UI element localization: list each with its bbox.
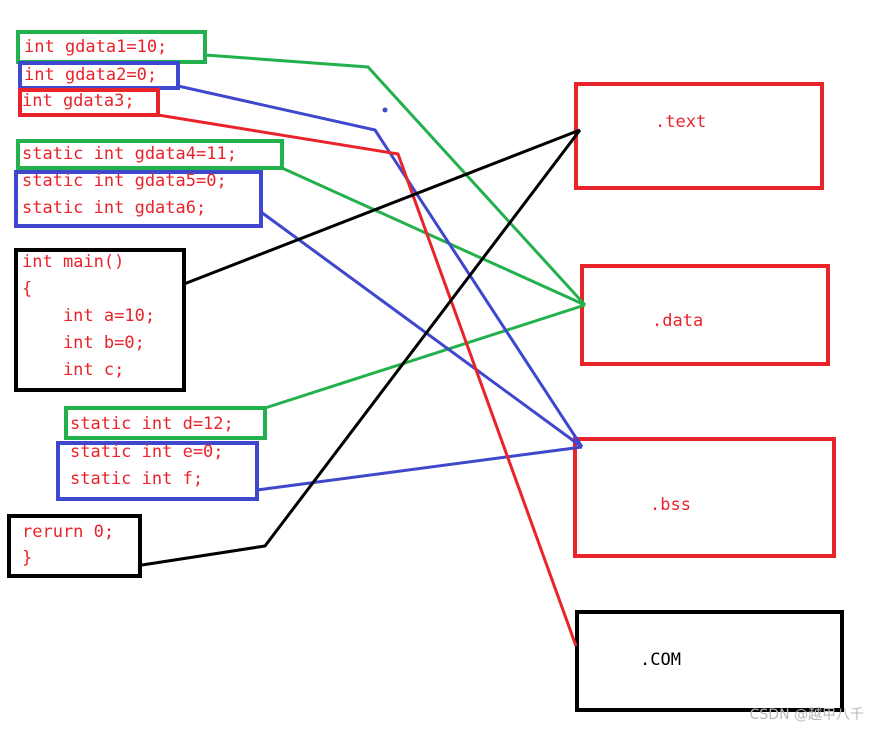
gdata3-code: int gdata3; bbox=[22, 91, 135, 111]
gdata3-box bbox=[18, 88, 160, 117]
main-to-text-line bbox=[183, 128, 581, 286]
d-box bbox=[64, 406, 267, 440]
gdata6-code: static int gdata6; bbox=[22, 198, 207, 218]
gdata4-to-data-line bbox=[281, 166, 586, 307]
ef-to-bss-line bbox=[256, 445, 583, 492]
gdata1-code: int gdata1=10; bbox=[24, 37, 168, 57]
main-box bbox=[14, 248, 186, 392]
watermark: CSDN @越甲八千 bbox=[749, 707, 864, 723]
d-to-data-line bbox=[264, 303, 586, 410]
gdata2-to-bss-line bbox=[177, 84, 584, 448]
gdata5-6-box bbox=[14, 170, 263, 228]
com-segment-label: .COM bbox=[640, 650, 681, 670]
gdata2-code: int gdata2=0; bbox=[24, 65, 158, 85]
gdata1-to-data-line bbox=[204, 53, 587, 307]
e-f-box bbox=[56, 441, 259, 501]
data-segment-box bbox=[580, 264, 830, 366]
data-segment-label: .data bbox=[652, 311, 703, 331]
return-line-1: rerurn 0; bbox=[22, 522, 115, 542]
return-box bbox=[7, 514, 142, 578]
gdata4-code: static int gdata4=11; bbox=[22, 144, 237, 164]
e-code: static int e=0; bbox=[70, 442, 224, 462]
d-code: static int d=12; bbox=[70, 414, 234, 434]
main-line-5: int c; bbox=[22, 360, 125, 380]
bss-segment-box bbox=[573, 437, 836, 558]
gdata5-code: static int gdata5=0; bbox=[22, 171, 227, 191]
gdata6-to-bss-line bbox=[260, 210, 583, 449]
main-line-4: int b=0; bbox=[22, 333, 145, 353]
f-code: static int f; bbox=[70, 469, 204, 489]
gdata4-box bbox=[16, 139, 284, 170]
return-line-2: } bbox=[22, 548, 33, 568]
text-segment-box bbox=[574, 82, 824, 190]
main-line-3: int a=10; bbox=[22, 306, 156, 326]
return-to-text-line bbox=[141, 129, 582, 567]
com-segment-box bbox=[575, 610, 844, 712]
bss-segment-label: .bss bbox=[650, 495, 691, 515]
main-line-2: { bbox=[22, 279, 33, 299]
main-line-1: int main() bbox=[22, 252, 125, 272]
blue-dot bbox=[382, 107, 388, 113]
text-segment-label: .text bbox=[655, 112, 706, 132]
gdata3-to-com-line bbox=[157, 113, 578, 647]
